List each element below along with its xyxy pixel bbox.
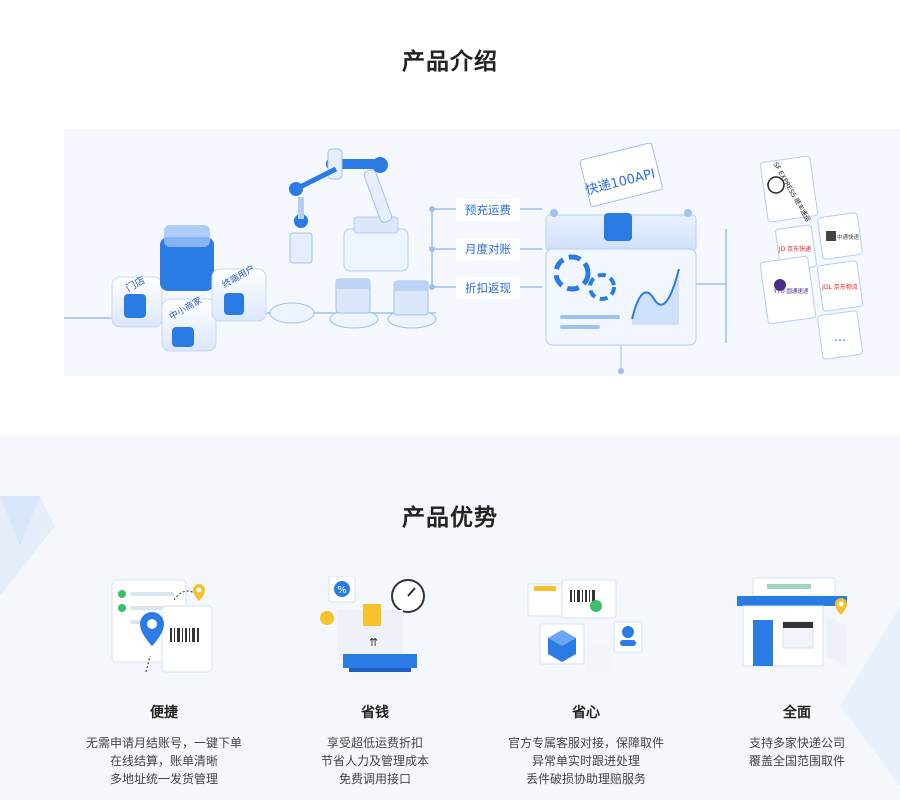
carrier-card-yto <box>759 255 817 325</box>
desc-line: 多地址统一发货管理 <box>109 772 218 786</box>
advantage-name-convenient: 便捷 <box>150 705 178 721</box>
carrier-card-jdl <box>816 260 864 312</box>
branch-label-prepaid-freight: 预充运费 <box>465 203 511 217</box>
desc-line: 支持多家快递公司 <box>748 736 845 750</box>
svg-text:⇈: ⇈ <box>369 636 378 649</box>
save-money-illustration: % ⇈ <box>315 576 435 686</box>
carrier-card-more <box>817 310 863 360</box>
branch-label-discount-cashback: 折扣返现 <box>465 281 511 295</box>
carrier-jd-label: JD 京东快递 <box>778 245 811 253</box>
api-server-box <box>545 142 697 374</box>
advantage-card-save-money: % ⇈ 省钱 享受超低运费折扣 节省人力及管理成本 免费调用接口 <box>265 576 485 788</box>
desc-line: 无需申请月结账号，一键下单 <box>85 736 242 750</box>
desc-line: 覆盖全国范围取件 <box>748 754 845 768</box>
advantage-desc-worry-free: 官方专属客服对接，保障取件 异常单实时跟进处理 丢件破损协助理赔服务 <box>476 734 696 788</box>
desc-line: 在线结算，账单清晰 <box>109 754 218 768</box>
desc-line: 官方专属客服对接，保障取件 <box>507 736 664 750</box>
end-user-cube <box>211 268 267 322</box>
advantage-card-comprehensive: 全面 支持多家快递公司 覆盖全国范围取件 <box>687 576 900 770</box>
intro-title: 产品介绍 <box>402 49 498 75</box>
center-cube <box>160 225 214 291</box>
advantage-name-worry-free: 省心 <box>572 705 600 721</box>
store-cube <box>111 276 163 328</box>
worry-free-illustration <box>526 576 646 686</box>
desc-line: 丢件破损协助理赔服务 <box>525 772 646 786</box>
desc-line: 节省人力及管理成本 <box>320 754 429 768</box>
desc-line: 免费调用接口 <box>338 772 411 786</box>
decor-shape-right <box>840 606 900 786</box>
branch-label-monthly-reconciliation: 月度对账 <box>465 242 511 256</box>
smb-cube <box>161 298 217 352</box>
product-flow-diagram: 门店 中小商家 终端用户 <box>64 129 900 376</box>
conveyor-disc <box>269 302 315 324</box>
svg-text:%: % <box>337 585 347 596</box>
advantage-card-convenient: 便捷 无需申请月结账号，一键下单 在线结算，账单清晰 多地址统一发货管理 <box>54 576 274 788</box>
product-intro-section: 产品介绍 <box>64 49 900 376</box>
parcel-box-1 <box>335 278 371 314</box>
robot-arm-icon <box>289 148 409 272</box>
advantage-desc-save-money: 享受超低运费折扣 节省人力及管理成本 免费调用接口 <box>265 734 485 788</box>
carrier-jdl-label: JDL 京东物流 <box>821 283 858 291</box>
advantage-desc-comprehensive: 支持多家快递公司 覆盖全国范围取件 <box>687 734 900 770</box>
parcel-box-2 <box>393 280 429 316</box>
desc-line: 异常单实时跟进处理 <box>531 754 640 768</box>
advantage-desc-convenient: 无需申请月结账号，一键下单 在线结算，账单清晰 多地址统一发货管理 <box>54 734 274 788</box>
product-advantages-section: 产品优势 <box>0 436 900 800</box>
decor-shape-left <box>0 496 55 596</box>
advantages-title: 产品优势 <box>402 505 498 531</box>
carrier-yto-label: YTO 圆通速递 <box>773 287 809 295</box>
carrier-more-label: … <box>834 330 846 344</box>
advantage-name-save-money: 省钱 <box>361 705 389 721</box>
carrier-zto-label: 中通快递 <box>837 233 860 241</box>
convenient-illustration <box>104 576 224 686</box>
desc-line: 享受超低运费折扣 <box>326 736 423 750</box>
comprehensive-illustration <box>737 576 857 686</box>
advantage-card-worry-free: 省心 官方专属客服对接，保障取件 异常单实时跟进处理 丢件破损协助理赔服务 <box>476 576 696 788</box>
carrier-card-sf <box>759 155 819 223</box>
carrier-card-zto <box>817 212 863 260</box>
advantage-name-comprehensive: 全面 <box>783 705 811 721</box>
